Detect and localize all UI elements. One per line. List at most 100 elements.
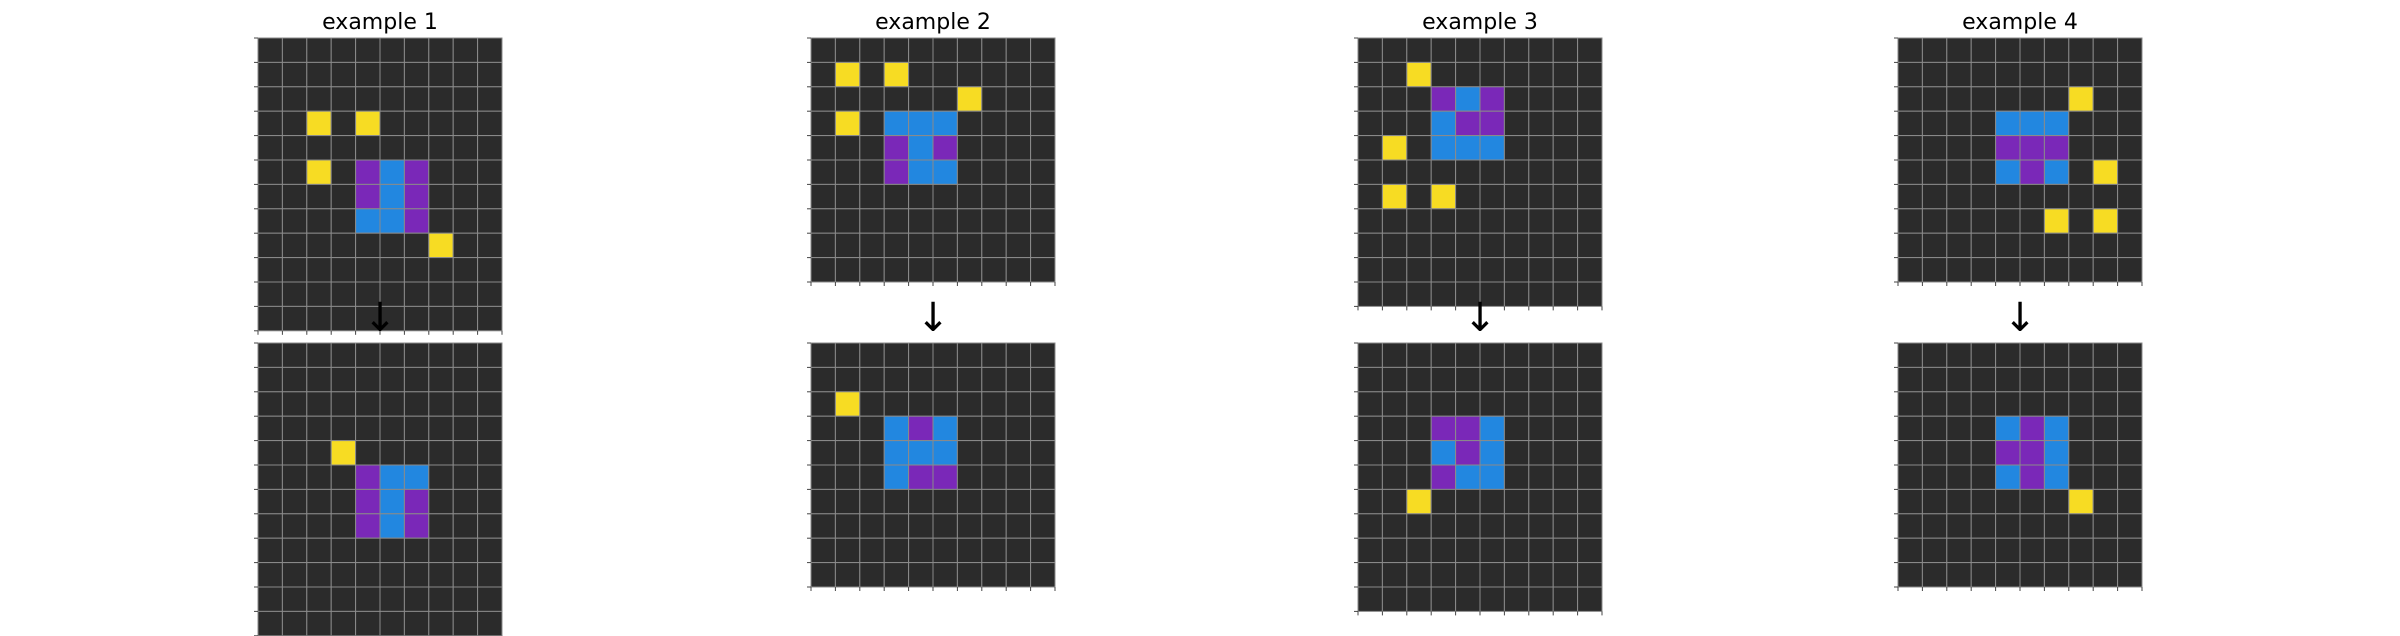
grid-cell xyxy=(1995,61,2021,88)
grid-cell xyxy=(1406,562,1432,588)
grid-cell xyxy=(355,208,381,234)
grid-cell xyxy=(452,342,479,368)
grid-cell xyxy=(1897,159,1923,185)
grid-cell xyxy=(281,61,308,88)
input-grid xyxy=(254,37,503,335)
grid-cell xyxy=(981,464,1007,490)
grid-cell xyxy=(379,135,405,161)
input-grid xyxy=(807,37,1056,286)
grid-cell xyxy=(981,183,1007,210)
grid-cell xyxy=(1406,135,1432,161)
grid-cell xyxy=(330,440,357,466)
grid-cell xyxy=(452,37,479,63)
grid-cell xyxy=(2117,440,2143,466)
grid-cell xyxy=(859,159,885,185)
grid-cell xyxy=(810,208,836,234)
grid-cell xyxy=(1552,37,1579,63)
grid-cell xyxy=(1921,61,1948,88)
grid-cell xyxy=(932,257,958,283)
grid-cell xyxy=(1503,440,1530,466)
grid-cell xyxy=(1479,440,1505,466)
grid-cell xyxy=(257,208,283,234)
grid-cell xyxy=(1970,86,1997,112)
grid-cell xyxy=(1503,562,1530,588)
grid-cell xyxy=(1528,208,1554,234)
grid-cell xyxy=(1479,513,1505,539)
grid-cell xyxy=(1503,513,1530,539)
grid-cell xyxy=(379,464,405,490)
grid-cell xyxy=(452,232,479,259)
grid-cell xyxy=(1995,342,2021,368)
grid-cell xyxy=(1455,183,1481,210)
grid-cell xyxy=(956,537,983,564)
grid-cell xyxy=(859,440,885,466)
grid-cell xyxy=(1970,342,1997,368)
grid-cell xyxy=(1552,464,1579,490)
grid-cell xyxy=(859,257,885,283)
grid-cell xyxy=(2092,208,2119,234)
grid-cell xyxy=(403,183,430,210)
grid-cell xyxy=(1479,37,1505,63)
grid-cell xyxy=(810,366,836,393)
grid-cell xyxy=(834,86,861,112)
grid-cell xyxy=(1357,281,1383,307)
grid-cell xyxy=(1921,366,1948,393)
grid-cell xyxy=(2019,366,2045,393)
grid-cell xyxy=(1030,159,1056,185)
grid-cell xyxy=(1455,586,1481,612)
grid-cell xyxy=(956,391,983,417)
grid-cell xyxy=(1406,61,1432,88)
grid-cell xyxy=(1970,391,1997,417)
grid-cell xyxy=(1381,86,1408,112)
grid-cell xyxy=(1921,513,1948,539)
grid-cell xyxy=(834,61,861,88)
grid-cell xyxy=(477,257,503,283)
grid-cell xyxy=(1946,537,1972,564)
grid-cell xyxy=(981,342,1007,368)
grid-cell xyxy=(1479,135,1505,161)
grid-cell xyxy=(1503,342,1530,368)
grid-cell xyxy=(1406,488,1432,515)
grid-cell xyxy=(1357,183,1383,210)
grid-cell xyxy=(1030,61,1056,88)
grid-cell xyxy=(932,440,958,466)
grid-cell xyxy=(859,513,885,539)
grid-cell xyxy=(1455,342,1481,368)
grid-cell xyxy=(428,305,454,332)
grid-cell xyxy=(834,366,861,393)
grid-cell xyxy=(477,440,503,466)
grid-cell xyxy=(1970,415,1997,442)
grid-cell xyxy=(1995,208,2021,234)
grid-cell xyxy=(981,488,1007,515)
grid-cell xyxy=(810,61,836,88)
grid-cell xyxy=(281,537,308,564)
grid-cell xyxy=(1005,37,1032,63)
grid-cell xyxy=(281,488,308,515)
grid-cell xyxy=(1921,440,1948,466)
grid-cell xyxy=(1897,513,1923,539)
grid-cell xyxy=(1005,61,1032,88)
grid-cell xyxy=(1455,110,1481,137)
grid-cell xyxy=(379,208,405,234)
grid-cell xyxy=(1528,61,1554,88)
grid-cell xyxy=(1577,37,1603,63)
grid-cell xyxy=(1430,562,1457,588)
grid-cell xyxy=(403,342,430,368)
grid-cell xyxy=(1577,110,1603,137)
grid-cell xyxy=(452,61,479,88)
grid-cell xyxy=(981,537,1007,564)
grid-cell xyxy=(981,37,1007,63)
grid-cell xyxy=(2019,488,2045,515)
grid-cell xyxy=(1381,415,1408,442)
example-title: example 2 xyxy=(875,10,991,35)
grid-cell xyxy=(956,232,983,259)
grid-cell xyxy=(428,110,454,137)
grid-cell xyxy=(1357,208,1383,234)
grid-cell xyxy=(1503,391,1530,417)
grid-cell xyxy=(403,513,430,539)
grid-cell xyxy=(932,488,958,515)
grid-cell xyxy=(2043,415,2070,442)
grid-cell xyxy=(883,257,910,283)
grid-cell xyxy=(2117,159,2143,185)
grid-cell xyxy=(2068,342,2094,368)
